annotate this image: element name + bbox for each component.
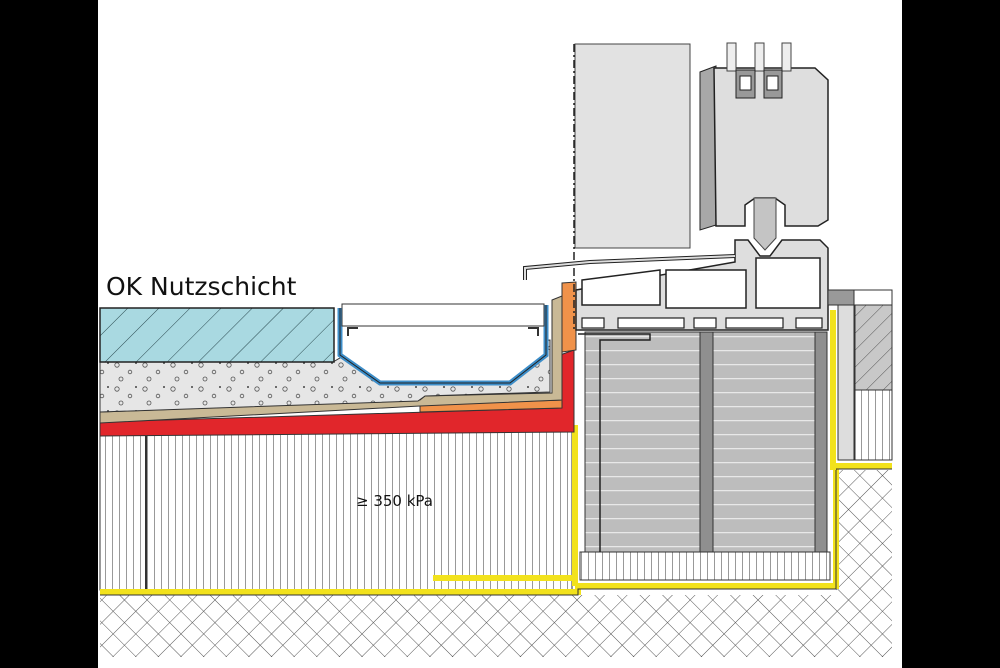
ground-gravel (100, 595, 892, 657)
ground-gravel-right (836, 470, 892, 600)
insulation-rating-label: ≥ 350 kPa (356, 492, 433, 510)
gutter-grate (341, 303, 545, 327)
wall-masonry (854, 304, 893, 391)
surface-level-label: OK Nutzschicht (106, 272, 297, 301)
sealing-yellow (100, 463, 892, 595)
tiles (99, 307, 335, 363)
fixed-pane (574, 43, 691, 249)
pressure-insulation (99, 431, 573, 591)
sash-profile (713, 67, 829, 227)
